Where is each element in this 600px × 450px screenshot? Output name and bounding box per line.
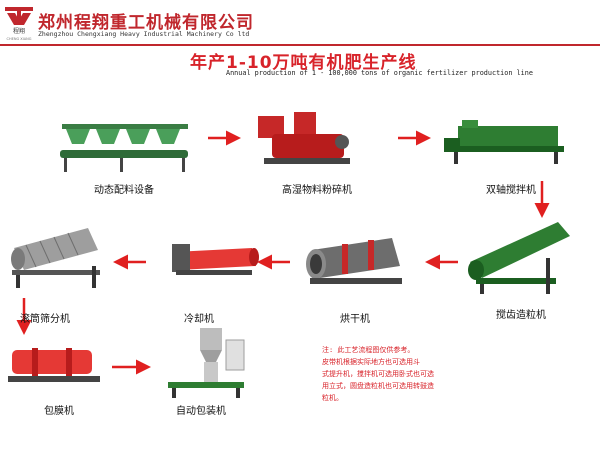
- company-logo: 程翔 CHENG XIANG: [5, 7, 33, 41]
- svg-text:程翔: 程翔: [13, 27, 25, 35]
- coating-machine-illustration: [8, 348, 100, 382]
- label-high-moisture-crusher: 高湿物料粉碎机: [282, 185, 352, 196]
- header-divider: [0, 44, 600, 46]
- note-line-2: 皮带机根据实际地方也可选用斗: [322, 358, 420, 366]
- dynamic-batching-illustration: [60, 124, 188, 172]
- label-granulator: 搅齿造粒机: [496, 310, 546, 321]
- label-coating-machine: 包膜机: [44, 406, 74, 417]
- drum-screen-illustration: [11, 228, 100, 288]
- svg-text:CHENG XIANG: CHENG XIANG: [7, 37, 32, 41]
- header: 程翔 CHENG XIANG 郑州程翔重工机械有限公司 Zhengzhou Ch…: [0, 0, 600, 44]
- label-drum-screen: 滚筒筛分机: [20, 314, 70, 325]
- note-line-1: 注: 此工艺流程图仅供参考。: [322, 346, 415, 354]
- twin-shaft-mixer-illustration: [444, 120, 564, 164]
- label-dynamic-batching: 动态配料设备: [94, 185, 154, 196]
- company-name-cn: 郑州程翔重工机械有限公司: [38, 13, 254, 33]
- label-twin-shaft-mixer: 双轴搅拌机: [486, 185, 536, 196]
- cooler-illustration: [172, 244, 259, 275]
- process-note: 注: 此工艺流程图仅供参考。 皮带机根据实际地方也可选用斗 式提升机，搅拌机可选…: [322, 344, 472, 404]
- note-line-5: 粒机。: [322, 394, 343, 402]
- label-dryer: 烘干机: [340, 314, 370, 325]
- label-auto-packing: 自动包装机: [176, 406, 226, 417]
- company-name-en: Zhengzhou Chengxiang Heavy Industrial Ma…: [38, 30, 250, 38]
- note-line-4: 用立式，圆盘造粒机也可选用转鼓造: [322, 382, 434, 390]
- auto-packing-illustration: [168, 328, 245, 398]
- dryer-illustration: [306, 238, 402, 284]
- note-line-3: 式提升机，搅拌机可选用卧式也可选: [322, 370, 434, 378]
- label-cooler: 冷却机: [184, 314, 214, 325]
- granulator-illustration: [468, 222, 570, 294]
- high-moisture-crusher-illustration: [258, 112, 350, 164]
- page-title: 年产1-10万吨有机肥生产线: [190, 53, 417, 73]
- page-subtitle: Annual production of 1 - 100,000 tons of…: [226, 69, 533, 77]
